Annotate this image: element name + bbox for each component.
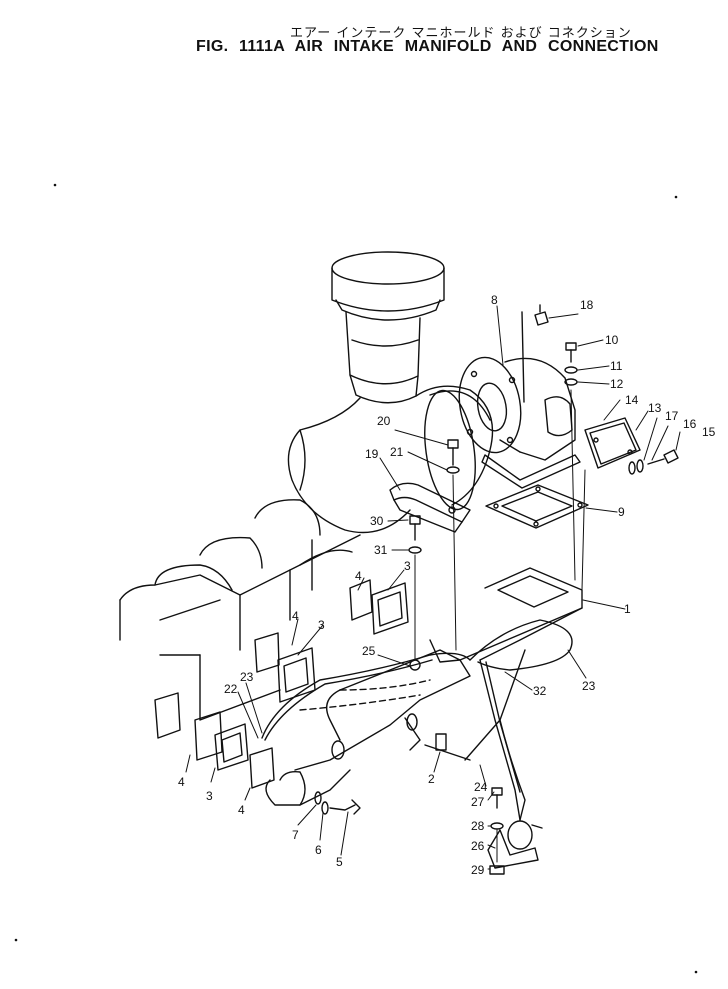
callout-labels: 1 2 3 3 3 4 4 4 4 5 6 7 8 9 10 11 12 13 … <box>178 293 716 877</box>
engine-block <box>119 499 361 721</box>
callout-3: 3 <box>404 559 411 573</box>
intake-pipe <box>287 385 494 534</box>
air-cleaner <box>331 251 445 404</box>
callout-13: 13 <box>648 401 662 415</box>
callout-11: 11 <box>610 359 623 373</box>
callout-24: 24 <box>474 780 488 794</box>
assembly-lines <box>414 389 586 863</box>
callout-5: 5 <box>336 855 343 869</box>
callout-28: 28 <box>471 819 485 833</box>
callout-25: 25 <box>362 644 376 658</box>
manifold-part-1 <box>265 567 583 806</box>
callout-9: 9 <box>618 505 625 519</box>
cover-plates <box>154 579 373 789</box>
callout-22: 22 <box>224 682 238 696</box>
callout-2: 2 <box>428 772 435 786</box>
gasket-part-9 <box>485 484 589 529</box>
callout-15: 15 <box>702 425 716 439</box>
elbow-part-8 <box>458 311 581 489</box>
callout-18: 18 <box>580 298 594 312</box>
figure-title-japanese: エアー インテーク マニホールド および コネクション <box>290 26 632 41</box>
callout-23: 23 <box>240 670 254 684</box>
leader-lines <box>185 305 681 870</box>
scan-specks <box>14 183 698 974</box>
callout-26: 26 <box>471 839 485 853</box>
sensor-part-26 <box>487 820 543 869</box>
callout-4: 4 <box>238 803 245 817</box>
callout-4: 4 <box>178 775 185 789</box>
fasteners <box>314 304 679 875</box>
callout-31: 31 <box>374 543 388 557</box>
callout-1: 1 <box>624 602 631 616</box>
callout-4: 4 <box>355 569 362 583</box>
callout-6: 6 <box>315 843 322 857</box>
callout-21: 21 <box>390 445 404 459</box>
callout-29: 29 <box>471 863 485 877</box>
callout-23: 23 <box>582 679 596 693</box>
callout-20: 20 <box>377 414 391 428</box>
callout-32: 32 <box>533 684 547 698</box>
callout-14: 14 <box>625 393 639 407</box>
callout-19: 19 <box>365 447 379 461</box>
cover-part-14 <box>584 417 641 469</box>
callout-12: 12 <box>610 377 624 391</box>
figure-title: FIG. 1111A AIR INTAKE MANIFOLD AND CONNE… <box>196 38 659 55</box>
callout-17: 17 <box>665 409 679 423</box>
callout-7: 7 <box>292 828 299 842</box>
callout-8: 8 <box>491 293 498 307</box>
callout-30: 30 <box>370 514 384 528</box>
callout-3: 3 <box>318 618 325 632</box>
cap-part-19 <box>389 482 471 533</box>
tubes <box>261 619 573 821</box>
callout-3: 3 <box>206 789 213 803</box>
callout-16: 16 <box>683 417 697 431</box>
callout-10: 10 <box>605 333 619 347</box>
callout-27: 27 <box>471 795 485 809</box>
callout-4: 4 <box>292 609 299 623</box>
